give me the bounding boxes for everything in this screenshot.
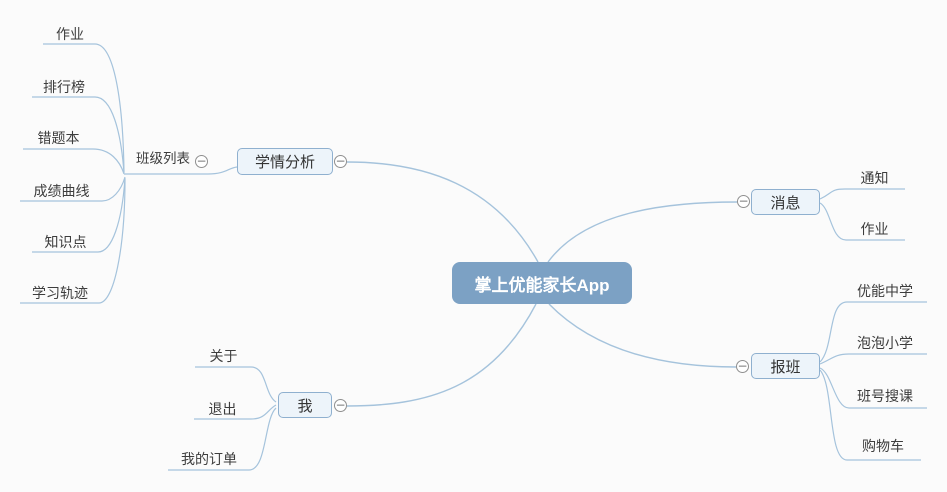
- connector-class-number-search: [819, 367, 927, 409]
- collapse-icon-messages[interactable]: −: [737, 194, 750, 208]
- node-knowledge-points[interactable]: 知识点: [44, 234, 87, 250]
- node-root[interactable]: 掌上优能家长App: [452, 262, 632, 304]
- node-messages[interactable]: 消息: [751, 189, 820, 215]
- connector-root-messages: [547, 201, 738, 263]
- node-my-orders[interactable]: 我的订单: [181, 451, 237, 467]
- collapse-icon-study-analysis[interactable]: −: [334, 154, 347, 168]
- node-homework-2[interactable]: 作业: [860, 221, 889, 237]
- connector-paopao-primary-school: [819, 353, 927, 365]
- node-youneng-middle-school[interactable]: 优能中学: [857, 283, 913, 299]
- collapse-icon-enroll[interactable]: −: [736, 359, 749, 373]
- node-paopao-primary-school[interactable]: 泡泡小学: [857, 335, 913, 351]
- node-root-label: 掌上优能家长App: [474, 275, 610, 295]
- node-me-label: 我: [297, 397, 313, 415]
- connector-score-curve: [20, 176, 126, 202]
- node-me[interactable]: 我: [278, 392, 332, 418]
- connector-youneng-middle-school: [819, 301, 927, 363]
- connector-homework2: [819, 202, 905, 241]
- connector-root-enroll: [548, 303, 737, 368]
- connector-wrong-questions: [23, 148, 125, 175]
- node-class-list[interactable]: 班级列表: [136, 151, 190, 166]
- node-class-number-search[interactable]: 班号搜课: [857, 388, 913, 404]
- node-score-curve[interactable]: 成绩曲线: [33, 183, 90, 199]
- connector-notifications: [819, 188, 905, 200]
- connector-root-study-analysis: [346, 161, 539, 263]
- node-study-analysis-label: 学情分析: [254, 154, 315, 171]
- connector-learning-track: [20, 178, 126, 304]
- connector-about: [195, 366, 277, 403]
- node-wrong-questions[interactable]: 错题本: [37, 130, 80, 146]
- connector-ranking: [32, 96, 125, 174]
- collapse-icon-me[interactable]: −: [334, 398, 347, 412]
- node-homework-1[interactable]: 作业: [56, 26, 84, 42]
- node-shopping-cart[interactable]: 购物车: [862, 438, 904, 454]
- node-learning-track[interactable]: 学习轨迹: [32, 285, 88, 301]
- connector-logout: [194, 404, 277, 420]
- node-enroll[interactable]: 报班: [751, 353, 820, 379]
- node-notifications[interactable]: 通知: [860, 170, 889, 186]
- connector-knowledge-points: [32, 177, 126, 253]
- connector-my-orders: [168, 407, 277, 471]
- node-study-analysis[interactable]: 学情分析: [237, 148, 333, 175]
- node-messages-label: 消息: [770, 194, 801, 212]
- connector-homework1: [43, 43, 125, 173]
- node-enroll-label: 报班: [770, 358, 801, 376]
- connector-root-me: [346, 303, 537, 407]
- connector-class-list: [124, 166, 238, 175]
- node-about[interactable]: 关于: [209, 348, 238, 364]
- connector-shopping-cart: [819, 369, 921, 461]
- node-logout[interactable]: 退出: [208, 401, 237, 417]
- collapse-icon-class-list[interactable]: −: [195, 154, 208, 168]
- node-ranking[interactable]: 排行榜: [43, 79, 85, 95]
